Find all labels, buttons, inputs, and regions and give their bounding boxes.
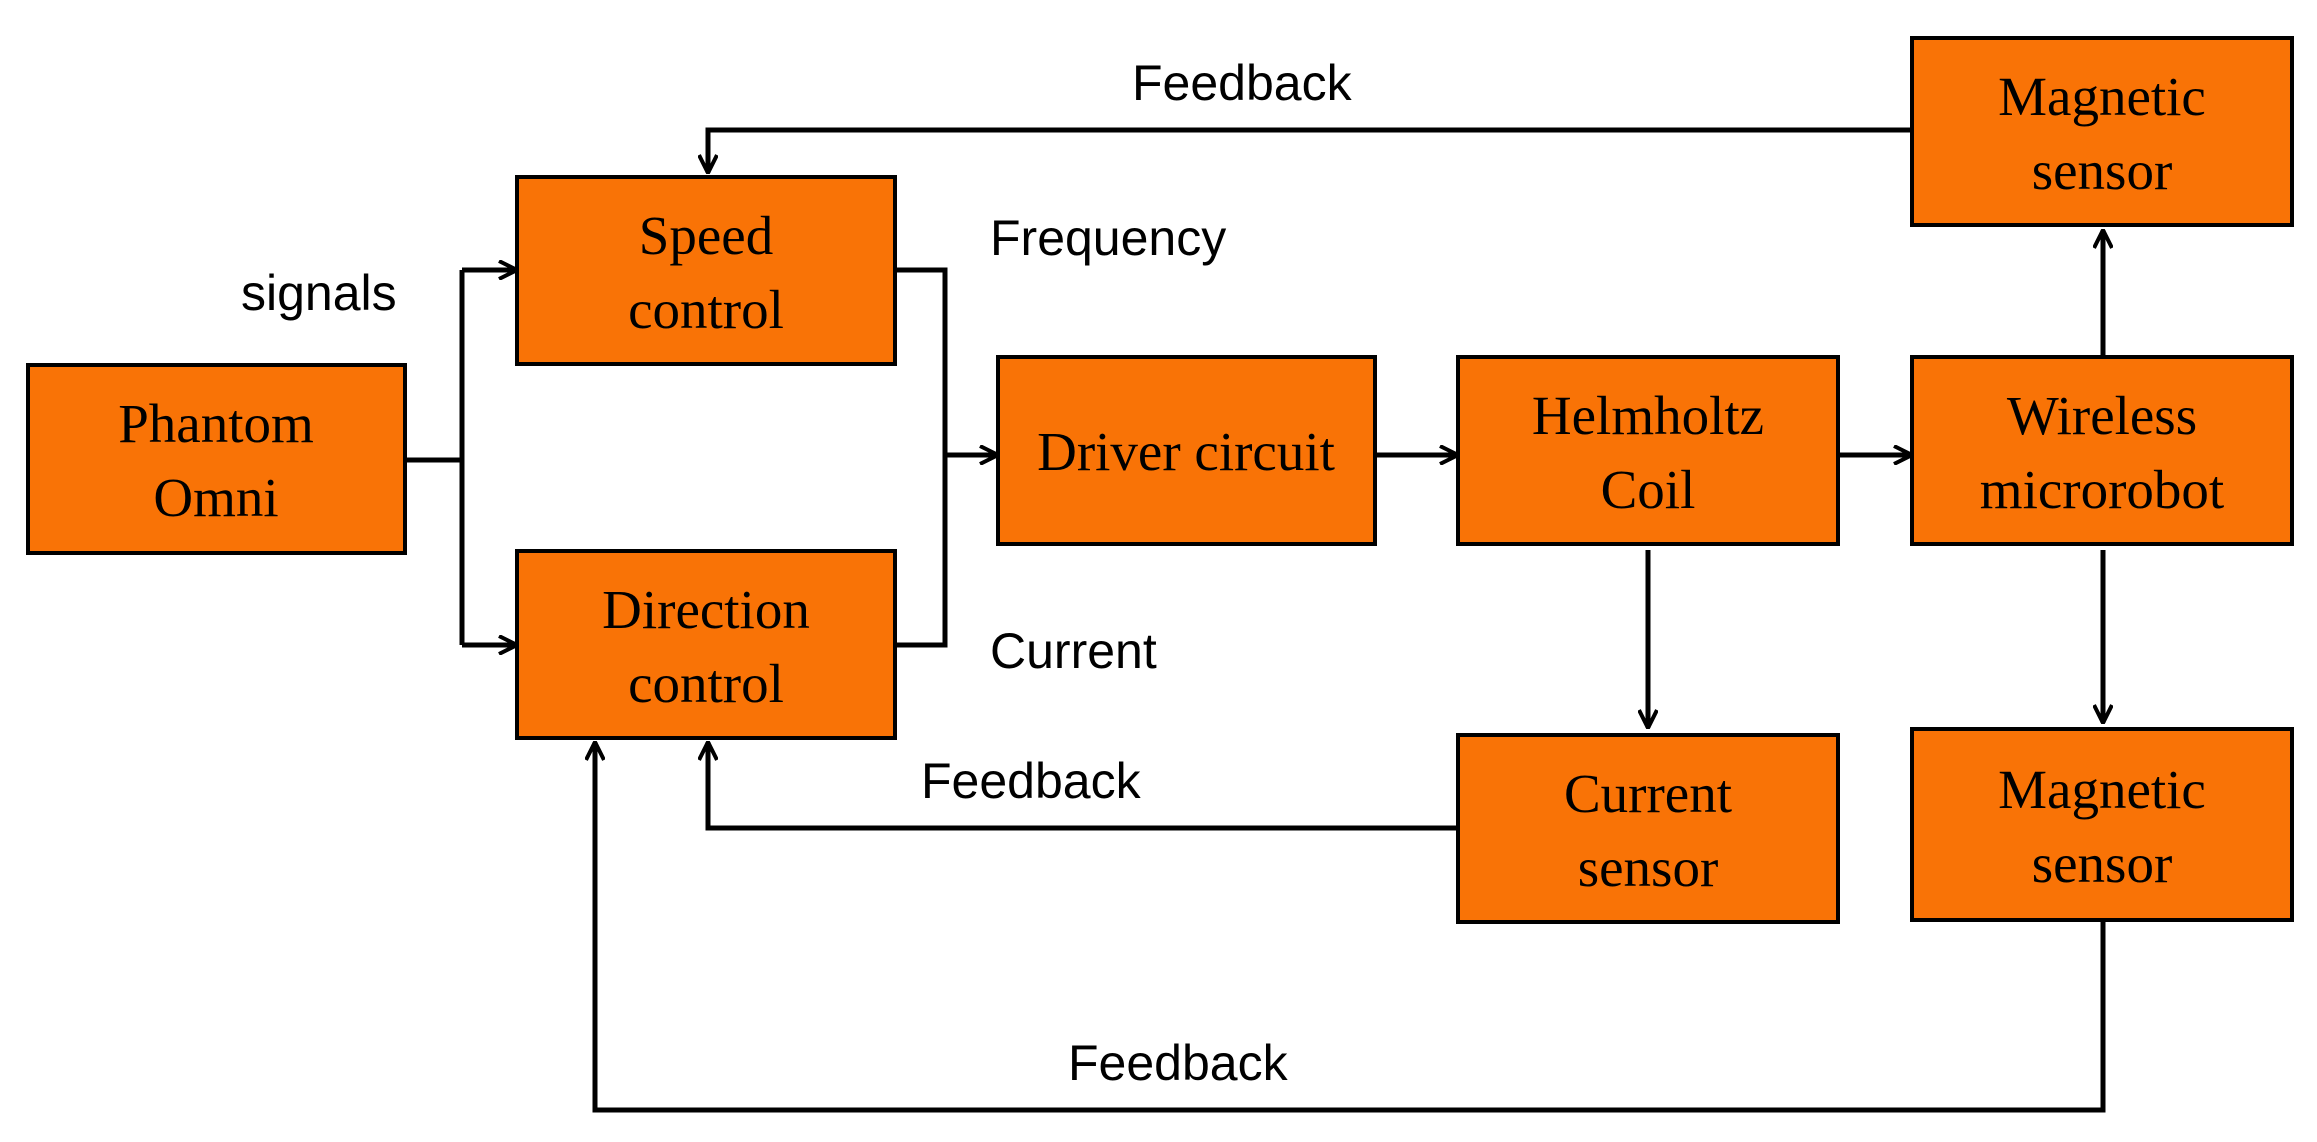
node-text-line: Magnetic (1998, 66, 2206, 127)
svg-text:Wireless: Wireless (2007, 385, 2197, 446)
label-frequency: Frequency (990, 210, 1226, 266)
label-feedback-middle: Feedback (921, 753, 1142, 809)
svg-text:Speed: Speed (639, 205, 773, 266)
svg-text:Coil: Coil (1601, 459, 1696, 520)
node-phantom-omni: Phantom Omni (26, 363, 407, 555)
svg-text:control: control (628, 653, 784, 714)
node-current-sensor: Current sensor (1456, 733, 1840, 924)
svg-text:Current: Current (1564, 763, 1732, 824)
node-magnetic-sensor-bottom: Magnetic sensor (1910, 727, 2294, 922)
label-feedback-bottom: Feedback (1068, 1035, 1289, 1091)
node-text-line: control (628, 279, 784, 340)
node-text-line: sensor (2032, 833, 2173, 894)
edge-feedback-top (708, 127, 1912, 173)
svg-text:sensor: sensor (2032, 140, 2173, 201)
svg-text:Omni: Omni (153, 467, 278, 528)
svg-text:Driver circuit: Driver circuit (1037, 421, 1335, 482)
node-text-line: Speed (639, 205, 773, 266)
node-direction-control: Direction control (515, 549, 897, 740)
svg-text:sensor: sensor (2032, 833, 2173, 894)
node-driver-circuit: Driver circuit (996, 355, 1377, 546)
label-signals: signals (241, 265, 397, 321)
node-text-line: sensor (1578, 837, 1719, 898)
svg-text:Magnetic: Magnetic (1998, 759, 2206, 820)
svg-text:Direction: Direction (602, 579, 810, 640)
node-magnetic-sensor-top: Magnetic sensor (1910, 36, 2294, 227)
node-text-line: control (628, 653, 784, 714)
label-feedback-top: Feedback (1132, 55, 1353, 111)
connectors (405, 127, 2106, 1113)
node-text-line: Helmholtz (1532, 385, 1764, 446)
edge-speed-out (895, 267, 948, 648)
node-text-line: Magnetic (1998, 759, 2206, 820)
node-wireless-microrobot: Wireless microrobot (1910, 355, 2294, 546)
edge-feedback-middle (708, 742, 1458, 831)
node-speed-control: Speed control (515, 175, 897, 366)
svg-text:Magnetic: Magnetic (1998, 66, 2206, 127)
label-current: Current (990, 623, 1157, 679)
svg-text:microrobot: microrobot (1980, 459, 2224, 520)
node-text-line: microrobot (1980, 459, 2224, 520)
edge-feedback-bottom (595, 742, 2106, 1113)
node-text-line: Wireless (2007, 385, 2197, 446)
node-text-line: Direction (602, 579, 810, 640)
svg-text:Phantom: Phantom (118, 393, 314, 454)
svg-text:sensor: sensor (1578, 837, 1719, 898)
svg-text:control: control (628, 279, 784, 340)
node-text-line: Driver circuit (1037, 421, 1335, 482)
node-text-line: Current (1564, 763, 1732, 824)
node-text-line: Phantom (118, 393, 314, 454)
node-text-line: Omni (153, 467, 278, 528)
node-text-line: sensor (2032, 140, 2173, 201)
node-helmholtz-coil: Helmholtz Coil (1456, 355, 1840, 546)
svg-text:Helmholtz: Helmholtz (1532, 385, 1764, 446)
node-text-line: Coil (1601, 459, 1696, 520)
